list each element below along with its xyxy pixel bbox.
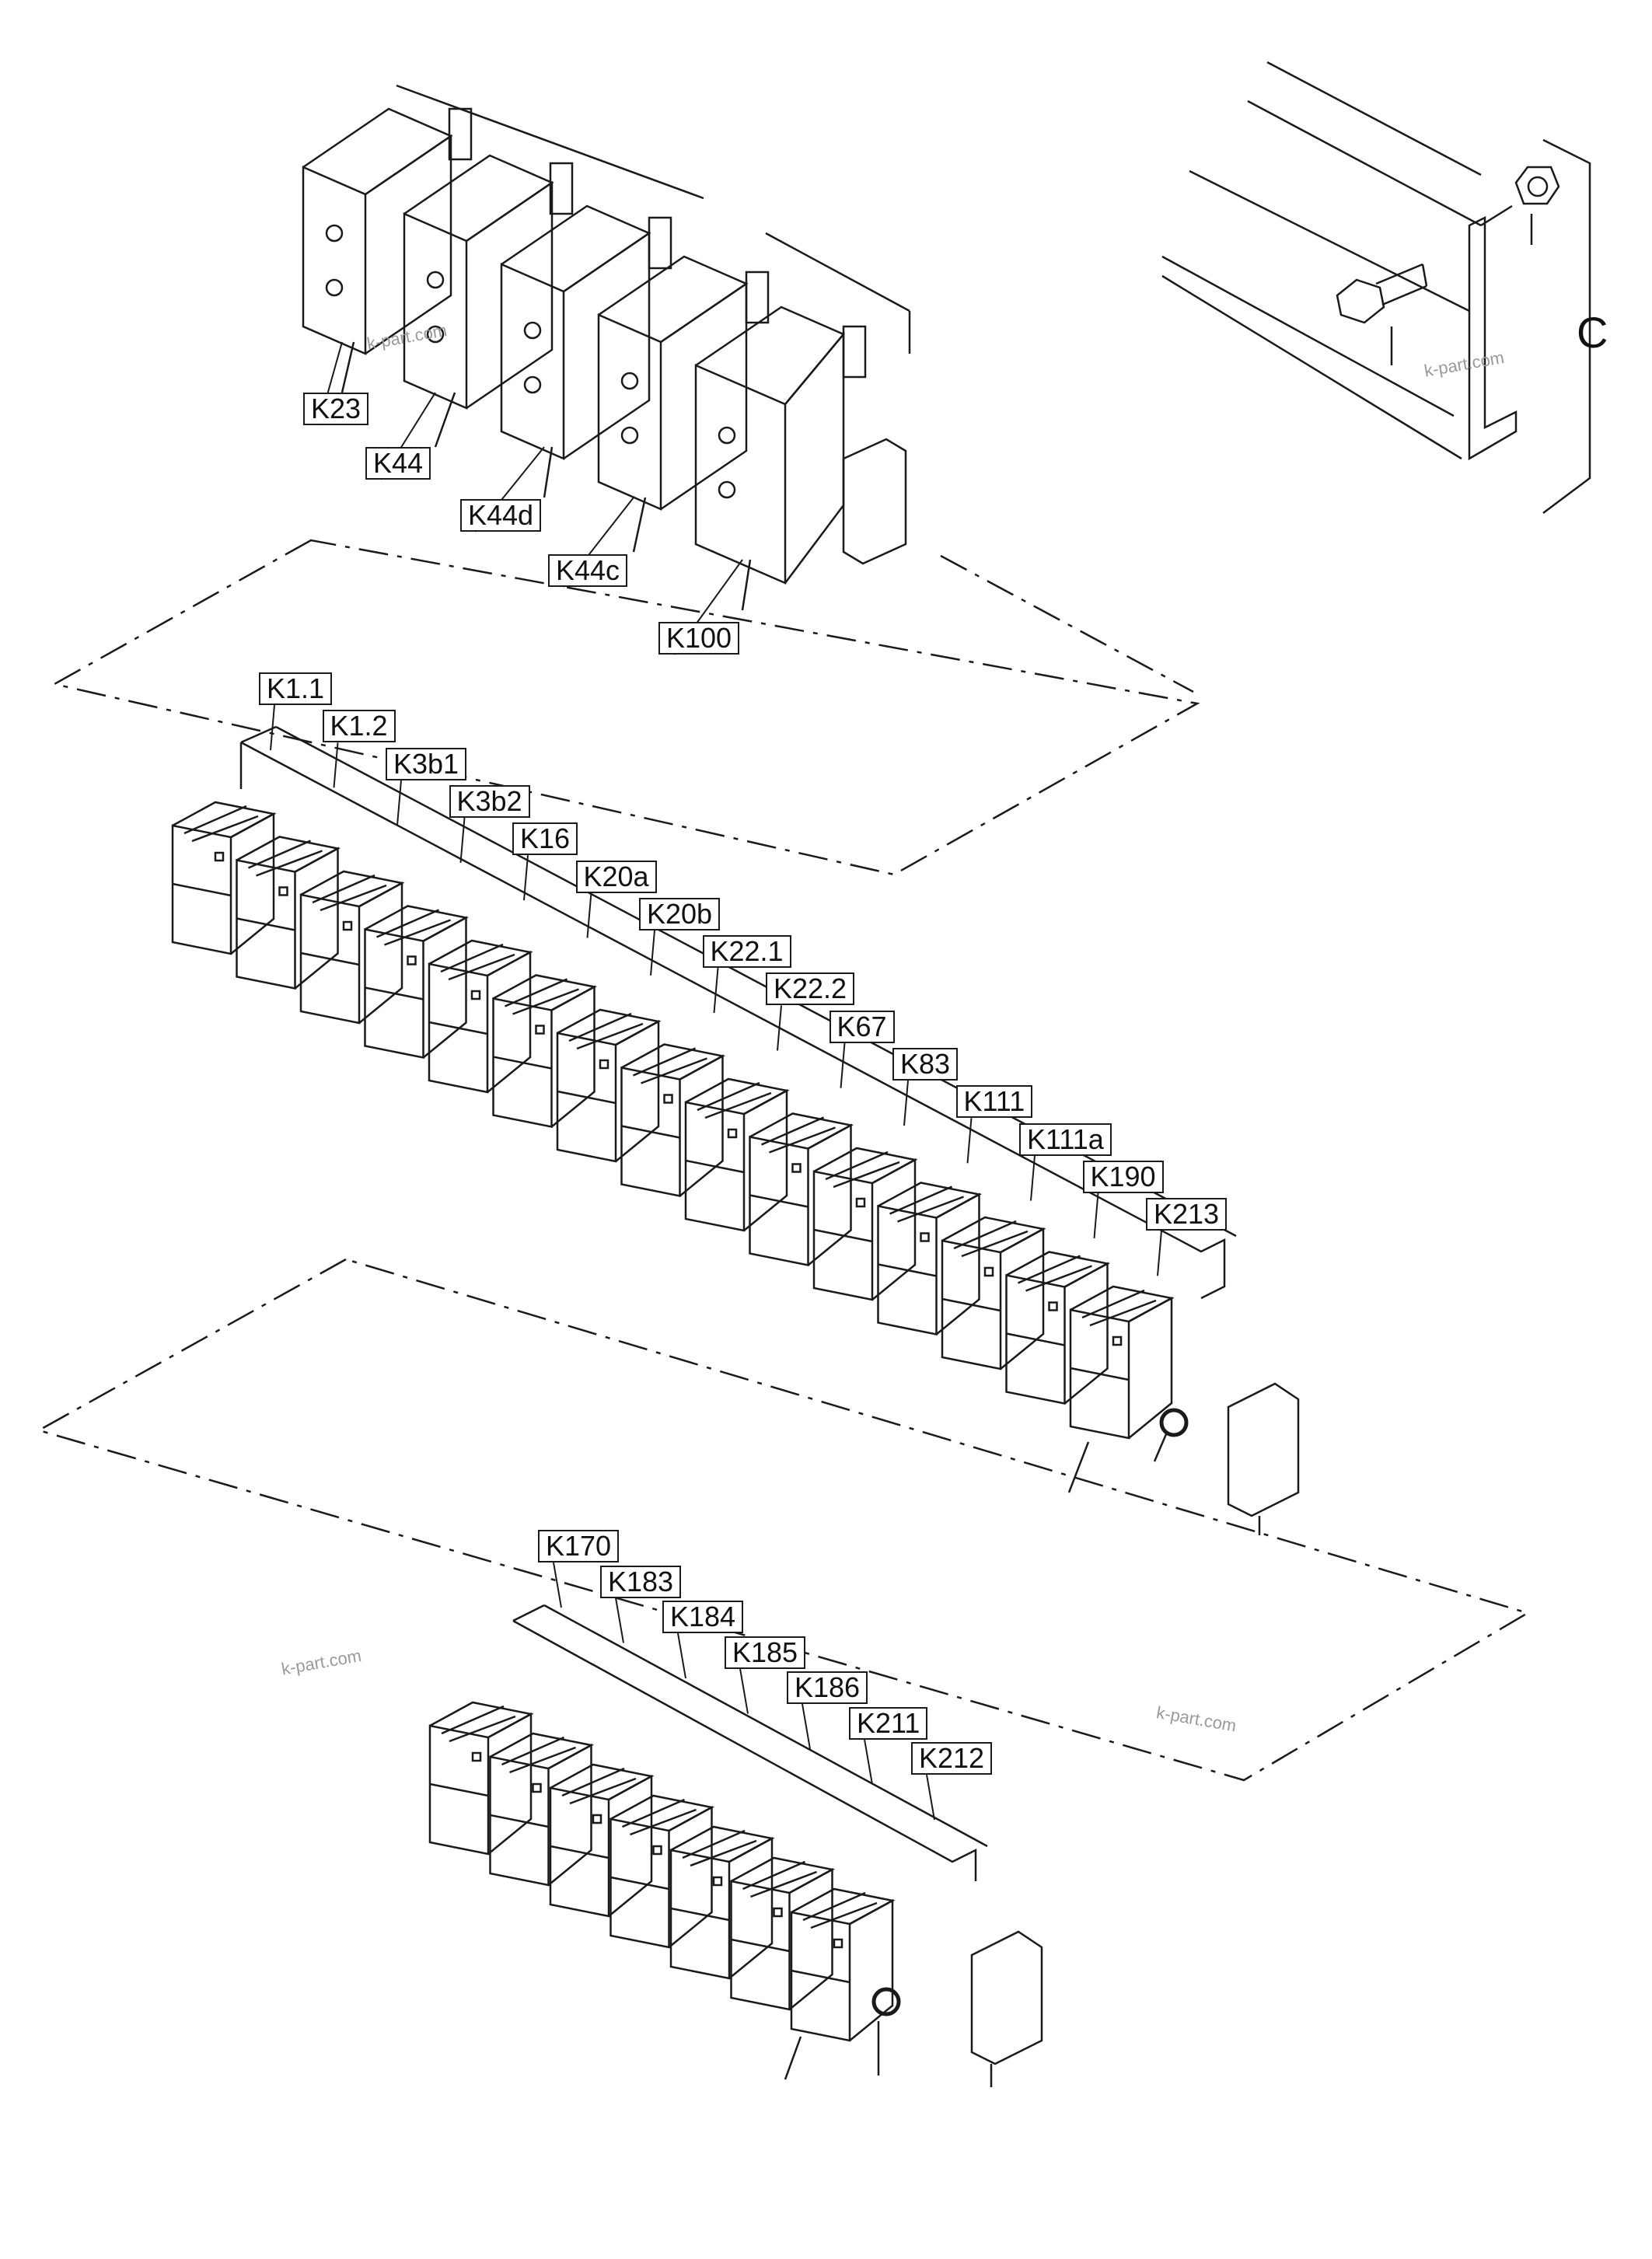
callout-leader xyxy=(615,1597,624,1643)
bolt xyxy=(1336,263,1428,324)
end-clamp xyxy=(1227,1382,1300,1517)
part-callout: K22.2 xyxy=(766,972,855,1006)
relay xyxy=(684,1077,790,1232)
part-callout: K1.2 xyxy=(322,710,396,743)
callout-leader xyxy=(1157,1231,1162,1276)
part-callout: K3b2 xyxy=(449,784,530,818)
callout-leader xyxy=(677,1632,686,1679)
part-callout: K22.1 xyxy=(702,935,791,969)
part-callout: K185 xyxy=(725,1636,806,1669)
callout-leader xyxy=(650,930,655,976)
part-callout: K170 xyxy=(538,1530,620,1562)
callout-leader xyxy=(1030,1155,1036,1201)
part-callout: K213 xyxy=(1146,1198,1228,1231)
part-callout: K212 xyxy=(911,1742,993,1775)
relay-assembly-main xyxy=(51,539,1300,1535)
part-callout: K44c xyxy=(548,554,628,587)
terminal-block xyxy=(500,204,672,460)
part-callout: K44 xyxy=(365,447,431,480)
relay xyxy=(749,1112,854,1267)
relay xyxy=(609,1794,715,1949)
callout-leader xyxy=(739,1668,749,1714)
end-clamp xyxy=(970,1930,1043,2065)
relay xyxy=(941,1216,1046,1370)
callout-leader xyxy=(840,1042,846,1088)
relay xyxy=(790,1887,896,2042)
part-callout: K67 xyxy=(829,1010,895,1043)
part-callout: K184 xyxy=(662,1601,744,1633)
relay xyxy=(492,974,598,1129)
callout-leader xyxy=(777,1005,782,1051)
callout-leader xyxy=(459,817,466,863)
callout-leader xyxy=(802,1703,811,1750)
part-callout: K3b1 xyxy=(386,747,467,780)
part-callout: K23 xyxy=(303,393,369,425)
part-callout: K211 xyxy=(849,1706,928,1740)
relay xyxy=(620,1043,726,1198)
part-callout: K190 xyxy=(1082,1160,1164,1193)
part-callout: K83 xyxy=(892,1048,959,1081)
part-callout: K111 xyxy=(955,1085,1033,1119)
callout-leader xyxy=(713,968,719,1014)
callout-leader xyxy=(396,780,402,826)
terminal-block-group xyxy=(302,84,1194,693)
mounting-rail-detail xyxy=(1161,61,1591,514)
relay xyxy=(299,870,405,1025)
callout-leader xyxy=(333,742,339,788)
relay xyxy=(669,1825,775,1980)
relay xyxy=(549,1763,655,1918)
relay xyxy=(171,801,277,955)
relay xyxy=(428,1701,534,1856)
relay xyxy=(877,1182,983,1336)
callout-leader xyxy=(903,1080,909,1126)
part-callout: K20b xyxy=(639,897,721,930)
part-callout: K16 xyxy=(512,822,578,856)
callout-leader xyxy=(523,855,529,901)
part-callout: K111a xyxy=(1019,1123,1112,1156)
part-callout: K1.1 xyxy=(259,672,333,705)
part-callout: K44d xyxy=(460,499,542,532)
relay xyxy=(489,1732,595,1887)
relay xyxy=(812,1147,918,1301)
relay xyxy=(556,1008,662,1163)
part-callout: K100 xyxy=(658,622,740,655)
callout-leader xyxy=(864,1739,873,1785)
callout-leader xyxy=(553,1562,562,1608)
section-letter: C xyxy=(1577,308,1608,357)
relay xyxy=(364,905,470,1060)
part-callout: K20a xyxy=(575,860,657,893)
callout-leader xyxy=(966,1118,973,1164)
relay-assembly-lower xyxy=(36,1258,1531,2087)
terminal-block xyxy=(302,107,473,355)
part-callout: K183 xyxy=(600,1565,682,1598)
callout-leader xyxy=(926,1774,935,1821)
end-clamp xyxy=(842,438,907,565)
callout-leader xyxy=(1093,1192,1099,1238)
callout-leader xyxy=(586,892,592,938)
relay xyxy=(428,939,533,1094)
relay xyxy=(236,836,341,990)
callout-leader xyxy=(270,704,275,751)
terminal-block xyxy=(597,255,770,511)
relay xyxy=(1005,1251,1111,1405)
nut xyxy=(1514,166,1560,245)
terminal-block xyxy=(403,154,574,410)
relay xyxy=(1069,1285,1175,1440)
terminal-block xyxy=(694,306,867,585)
part-callout: K186 xyxy=(787,1671,868,1704)
relay xyxy=(730,1856,836,2011)
